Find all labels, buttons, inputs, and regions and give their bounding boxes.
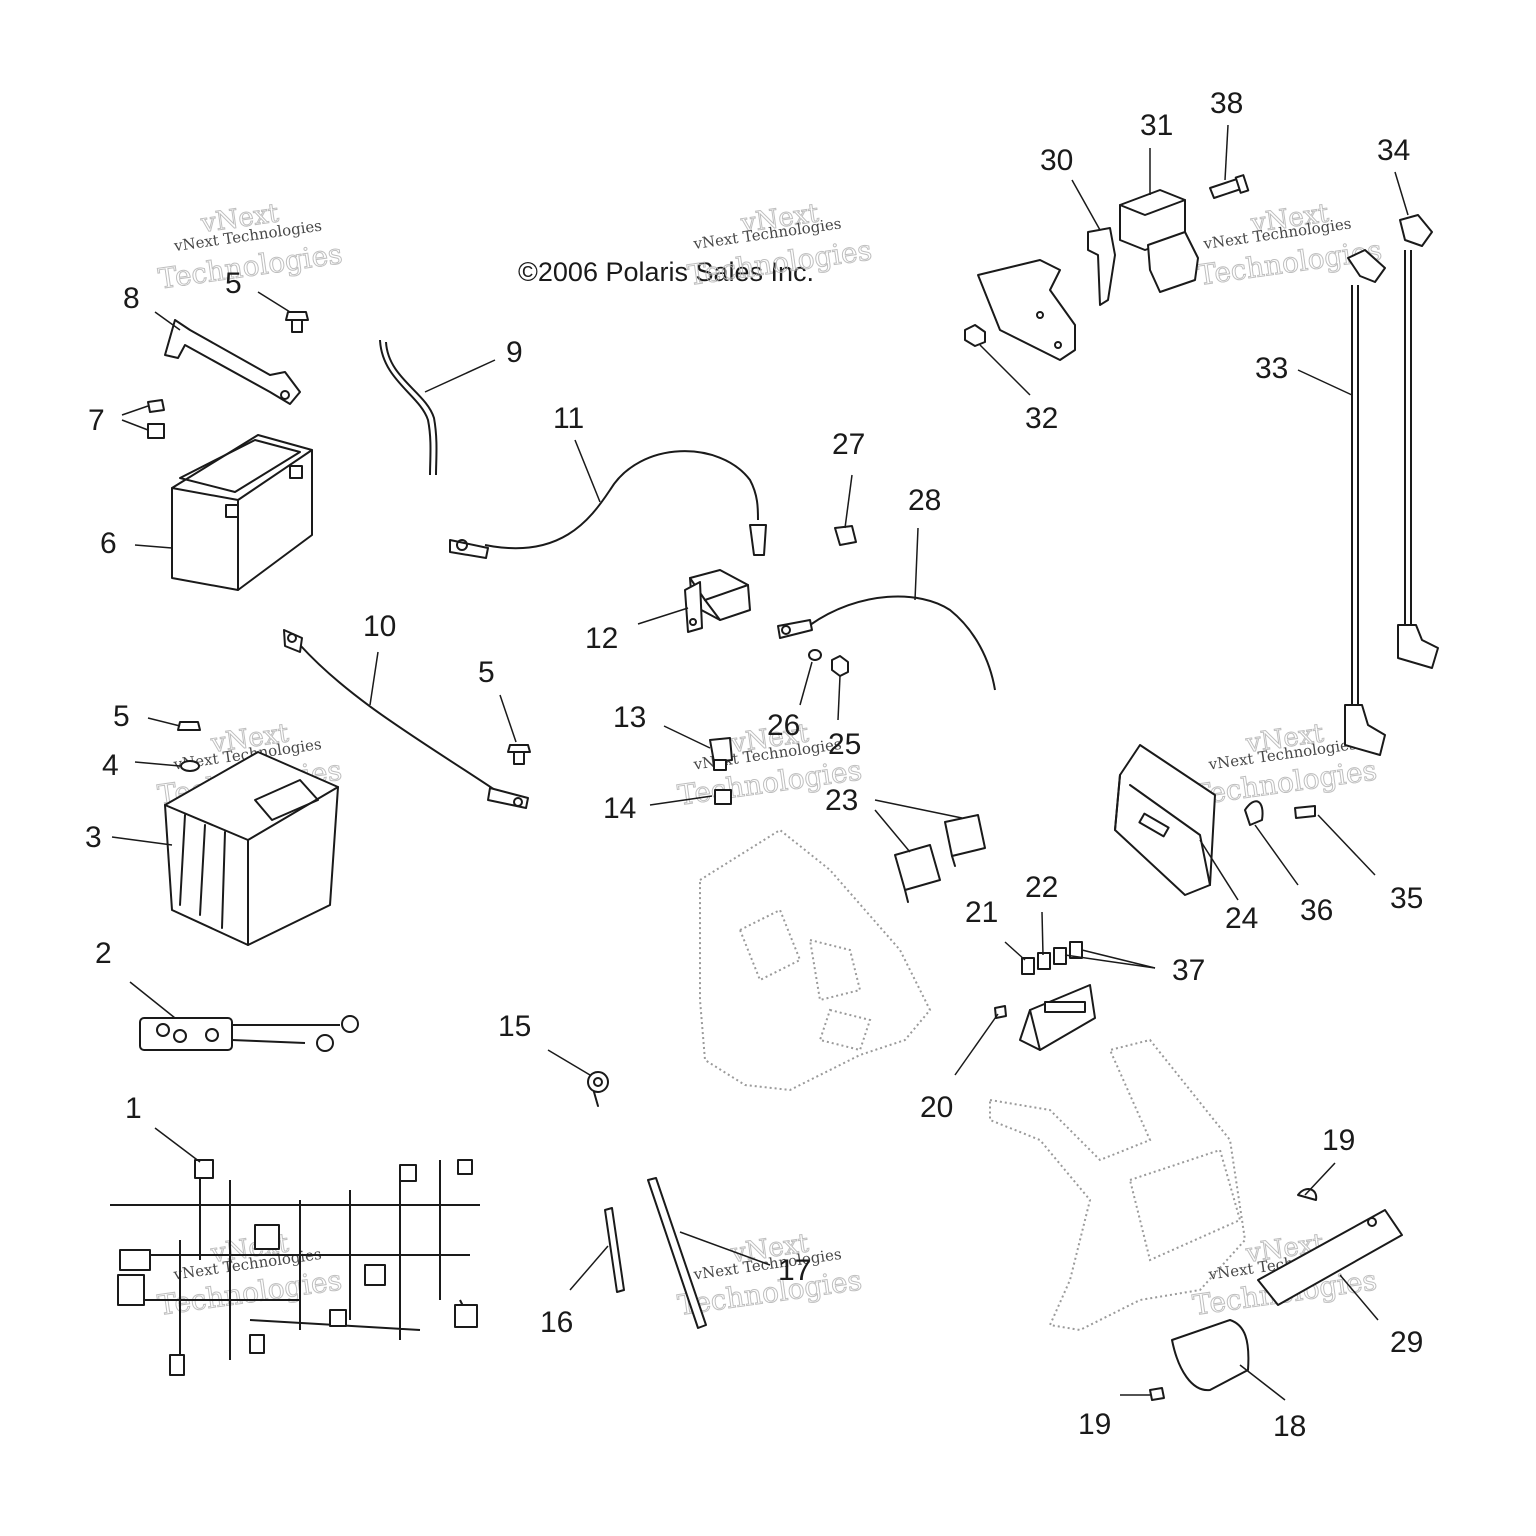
- relay-part: [944, 814, 986, 867]
- bolt-part: [1297, 1188, 1318, 1201]
- clamp-part: [1244, 800, 1264, 826]
- bolt-part: [285, 311, 309, 333]
- callout-5-middle: 5: [478, 656, 495, 689]
- ground-cable-part: [283, 629, 529, 809]
- callout-8: 8: [123, 282, 140, 315]
- leader-lines: [111, 124, 1409, 1401]
- watermark-group: vNext vNext Technologies Technologies vN…: [155, 198, 1384, 1323]
- nut-part: [831, 655, 849, 677]
- cover-part: [1171, 1319, 1250, 1392]
- bracket-part: [1257, 1209, 1403, 1306]
- callout-26: 26: [767, 709, 800, 742]
- callout-4: 4: [102, 749, 119, 782]
- watermark: vNext vNext Technologies Technologies: [155, 1228, 344, 1323]
- copyright-text: ©2006 Polaris Sales Inc.: [518, 257, 814, 287]
- callout-5-left: 5: [113, 700, 130, 733]
- callout-15: 15: [498, 1010, 531, 1043]
- callout-1: 1: [125, 1092, 142, 1125]
- bolt-nut-part: [147, 399, 165, 439]
- washer-part: [808, 649, 822, 661]
- callout-29: 29: [1390, 1326, 1423, 1359]
- bumper-frame-part: [989, 1038, 1247, 1332]
- callout-34: 34: [1377, 134, 1410, 167]
- sensor-part: [709, 737, 733, 771]
- bolt-part: [177, 721, 201, 731]
- nut-part: [964, 324, 986, 347]
- battery-cable-part: [449, 450, 767, 559]
- fuse-part: [1021, 941, 1083, 975]
- callout-17: 17: [778, 1254, 811, 1287]
- bracket-part: [1087, 227, 1116, 306]
- cap-part: [714, 789, 732, 805]
- callout-14: 14: [603, 792, 636, 825]
- control-module-part: [1114, 744, 1216, 896]
- spark-plug-wire-part: [1397, 214, 1439, 669]
- frame-panel-part: [699, 828, 932, 1092]
- callout-10: 10: [363, 610, 396, 643]
- starter-cable-part: [777, 595, 996, 691]
- vent-hose-part: [379, 339, 432, 476]
- callout-6: 6: [100, 527, 117, 560]
- callout-7: 7: [88, 404, 105, 437]
- watermark: vNext vNext Technologies Technologies: [685, 198, 874, 293]
- callout-12: 12: [585, 622, 618, 655]
- wiring-harness-part: [110, 1159, 480, 1376]
- callout-11: 11: [553, 402, 584, 435]
- relay-part: [894, 844, 941, 903]
- washer-part: [180, 760, 200, 772]
- callout-2: 2: [95, 937, 112, 970]
- callout-3: 3: [85, 821, 102, 854]
- bolt-part: [834, 525, 857, 546]
- clip-part: [587, 1071, 609, 1107]
- screw-part: [1294, 805, 1316, 819]
- callout-25: 25: [828, 728, 861, 761]
- callout-9: 9: [506, 336, 523, 369]
- callout-35: 35: [1390, 882, 1423, 915]
- fuse-box-part: [1019, 984, 1096, 1051]
- callout-16: 16: [540, 1306, 573, 1339]
- callout-labels: 1 2 3 4 5 5 5 6 7 8 9 10 11 12 13 14 15 …: [85, 87, 1423, 1443]
- callout-28: 28: [908, 484, 941, 517]
- battery-part: [171, 434, 313, 591]
- callout-32: 32: [1025, 402, 1058, 435]
- callout-30: 30: [1040, 144, 1073, 177]
- callout-31: 31: [1140, 109, 1173, 142]
- callout-22: 22: [1025, 871, 1058, 904]
- bolt-part: [507, 744, 531, 765]
- callout-5-top: 5: [225, 267, 242, 300]
- callout-23: 23: [825, 784, 858, 817]
- battery-strap-part: [164, 319, 301, 405]
- solenoid-part: [684, 569, 751, 633]
- bolt-part: [1209, 174, 1250, 199]
- callout-21: 21: [965, 896, 998, 929]
- callout-33: 33: [1255, 352, 1288, 385]
- callout-36: 36: [1300, 894, 1333, 927]
- watermark: vNext vNext Technologies Technologies: [1195, 198, 1384, 293]
- callout-38: 38: [1210, 87, 1243, 120]
- battery-box-part: [164, 751, 339, 946]
- callout-20: 20: [920, 1091, 953, 1124]
- mount-plate-part: [977, 259, 1076, 361]
- spark-plug-wire-part: [1344, 249, 1386, 756]
- callout-19-bottom: 19: [1078, 1408, 1111, 1441]
- callout-37: 37: [1172, 954, 1205, 987]
- callout-19-top: 19: [1322, 1124, 1355, 1157]
- callout-18: 18: [1273, 1410, 1306, 1443]
- cable-tie-part: [604, 1207, 625, 1293]
- cable-tie-part: [647, 1177, 707, 1329]
- watermark: vNext vNext Technologies Technologies: [156, 198, 345, 296]
- callout-27: 27: [832, 428, 865, 461]
- ground-strap-part: [139, 1015, 359, 1052]
- ignition-coil-part: [1119, 189, 1199, 293]
- callout-24: 24: [1225, 902, 1258, 935]
- bolt-part: [1149, 1387, 1165, 1401]
- callout-13: 13: [613, 701, 646, 734]
